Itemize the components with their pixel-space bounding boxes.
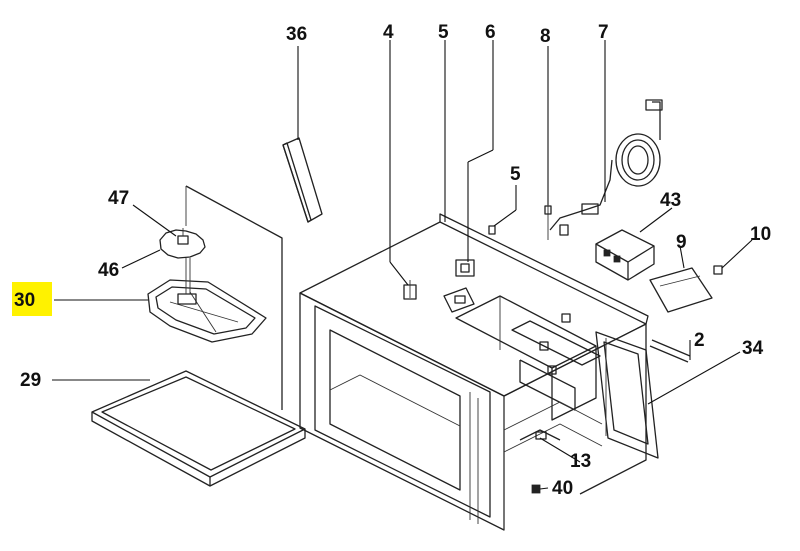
callout-2: 2 [694,330,705,351]
callout-5a: 5 [438,22,449,43]
callout-4: 4 [383,22,394,43]
callout-5b: 5 [510,164,521,185]
part-4-switch [403,280,417,300]
callout-36: 36 [286,24,307,45]
callout-30-highlight [12,282,52,316]
part-36-bracket [282,137,323,223]
cavity-panel-outline [185,185,283,410]
callout-13: 13 [570,451,591,472]
part-40-screw [531,484,541,494]
part-29-glass-tray [91,370,306,487]
part-34-door-frame [595,331,659,459]
callout-46: 46 [98,260,119,281]
callout-40: 40 [552,478,573,499]
part-5b-screw [488,225,496,235]
part-7-coil-harness [544,99,663,240]
part-30-turntable-support [147,258,267,343]
callout-43: 43 [660,190,681,211]
callout-labels: 36 4 5 6 8 7 5 47 43 10 9 46 30 2 34 29 … [12,22,771,499]
leader-lines [52,40,753,490]
part-47-coupler [159,228,206,259]
callout-6: 6 [485,22,496,43]
callout-47: 47 [108,188,129,209]
callout-34: 34 [742,338,764,359]
part-13-hinge [519,429,561,441]
callout-10: 10 [750,224,771,245]
oven-chassis [299,213,691,531]
callout-8: 8 [540,26,551,47]
callout-30: 30 [14,290,35,311]
callout-7: 7 [598,22,609,43]
part-43-capacitor [595,229,655,281]
part-9-side-plate [649,267,713,313]
callout-29: 29 [20,370,41,391]
part-5-bracket [443,287,475,313]
part-10-screw [713,265,723,275]
part-6-switch [455,259,475,277]
callout-9: 9 [676,232,687,253]
